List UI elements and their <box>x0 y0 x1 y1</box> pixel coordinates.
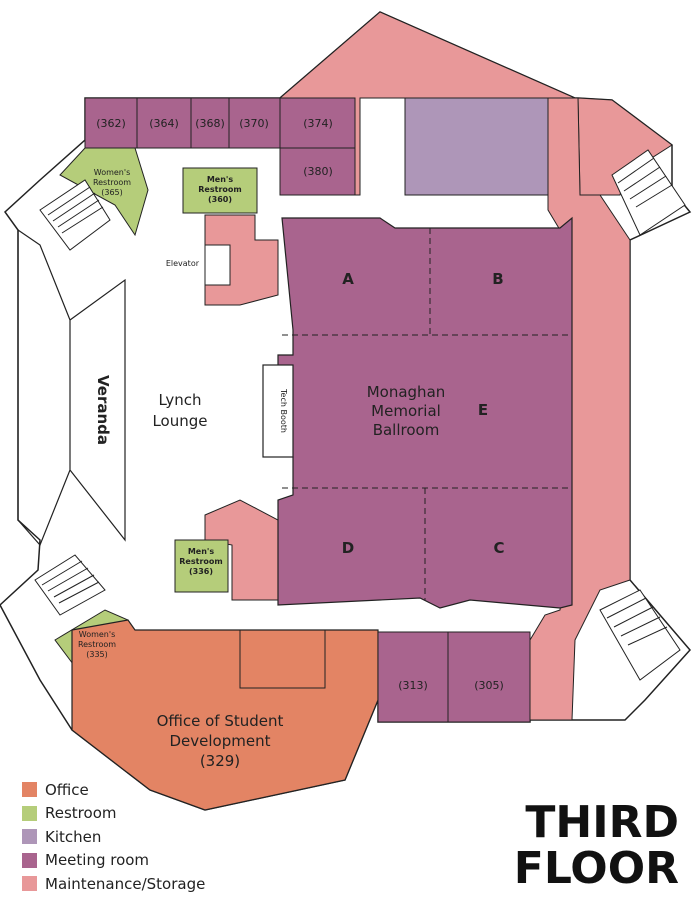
legend-label: Office <box>45 780 89 799</box>
svg-text:Restroom: Restroom <box>78 640 116 649</box>
svg-text:(336): (336) <box>189 567 213 576</box>
svg-text:(335): (335) <box>86 650 108 659</box>
floor-title-line-2: FLOOR <box>513 843 679 894</box>
mens-restroom-336[interactable] <box>174 539 229 593</box>
label-380: (380) <box>303 165 333 178</box>
legend-item: Kitchen <box>22 825 205 849</box>
floor-title-line-1: THIRD <box>525 797 679 848</box>
stairs-bottom-left <box>34 554 106 616</box>
stairs-top-right <box>611 149 686 236</box>
room-380[interactable] <box>279 147 356 196</box>
legend-label: Maintenance/Storage <box>45 874 206 893</box>
section-d-label: D <box>342 539 354 557</box>
section-b-label: B <box>492 270 503 288</box>
svg-text:Men's: Men's <box>188 547 215 556</box>
room-370[interactable] <box>228 97 281 149</box>
svg-text:(360): (360) <box>208 195 232 204</box>
label-364: (364) <box>149 117 179 130</box>
ballroom-label-3: Ballroom <box>373 421 440 439</box>
legend-swatch <box>22 805 37 821</box>
section-a-label: A <box>342 270 354 288</box>
womens-restroom-365-label: Women's Restroom (365) <box>93 168 131 197</box>
legend-label: Kitchen <box>45 827 102 846</box>
legend-swatch <box>22 829 37 845</box>
section-e-label: E <box>478 401 488 419</box>
legend-label: Restroom <box>45 804 117 823</box>
stairs-top-left <box>39 179 111 251</box>
room-374[interactable] <box>279 97 356 149</box>
ballroom-label-2: Memorial <box>371 402 441 420</box>
ballroom-label-1: Monaghan <box>367 383 446 401</box>
legend-item: Meeting room <box>22 849 205 873</box>
legend-swatch <box>22 876 37 892</box>
veranda-label: Veranda <box>94 375 112 445</box>
label-370: (370) <box>239 117 269 130</box>
legend-label: Meeting room <box>45 851 150 870</box>
mens-restroom-360-label: Men's Restroom (360) <box>198 175 241 204</box>
veranda <box>17 228 126 547</box>
office-label-3: (329) <box>200 752 240 770</box>
legend-item: Maintenance/Storage <box>22 872 205 896</box>
label-313: (313) <box>398 679 428 692</box>
label-305: (305) <box>474 679 504 692</box>
section-c-label: C <box>493 539 504 557</box>
svg-text:Restroom: Restroom <box>93 178 131 187</box>
womens-restroom-335-label: Women's Restroom (335) <box>78 630 116 659</box>
svg-text:Restroom: Restroom <box>179 557 222 566</box>
kitchen <box>404 97 549 196</box>
office-label-2: Development <box>170 732 271 750</box>
svg-text:Women's: Women's <box>94 168 131 177</box>
label-362: (362) <box>96 117 126 130</box>
mens-restroom-360[interactable] <box>182 167 258 214</box>
svg-text:Women's: Women's <box>79 630 116 639</box>
elevator-label: Elevator <box>166 259 200 268</box>
room-313[interactable] <box>377 631 449 723</box>
svg-text:Restroom: Restroom <box>198 185 241 194</box>
room-364[interactable] <box>136 97 192 149</box>
legend-item: Restroom <box>22 802 205 826</box>
label-368: (368) <box>195 117 225 130</box>
office-label-1: Office of Student <box>157 712 284 730</box>
lynch-lounge-label-1: Lynch <box>158 391 201 409</box>
monaghan-memorial-ballroom[interactable] <box>277 216 573 609</box>
svg-text:(365): (365) <box>101 188 123 197</box>
stairs-bottom-right <box>599 589 681 681</box>
elevator[interactable] <box>204 244 231 286</box>
tech-booth-label: Tech Booth <box>279 388 288 433</box>
room-368[interactable] <box>190 97 230 149</box>
lynch-lounge-label-2: Lounge <box>152 412 207 430</box>
mens-restroom-336-label: Men's Restroom (336) <box>179 547 222 576</box>
room-305[interactable] <box>447 631 531 723</box>
womens-restroom-365[interactable] <box>59 147 149 237</box>
legend-item: Office <box>22 778 205 802</box>
legend-swatch <box>22 782 37 798</box>
office-of-student-development[interactable] <box>71 619 379 811</box>
label-374: (374) <box>303 117 333 130</box>
office-inner-room <box>239 629 326 689</box>
svg-text:Men's: Men's <box>207 175 234 184</box>
legend-swatch <box>22 852 37 868</box>
tech-booth[interactable] <box>262 364 294 458</box>
floor-title: THIRD FLOOR <box>514 800 679 892</box>
